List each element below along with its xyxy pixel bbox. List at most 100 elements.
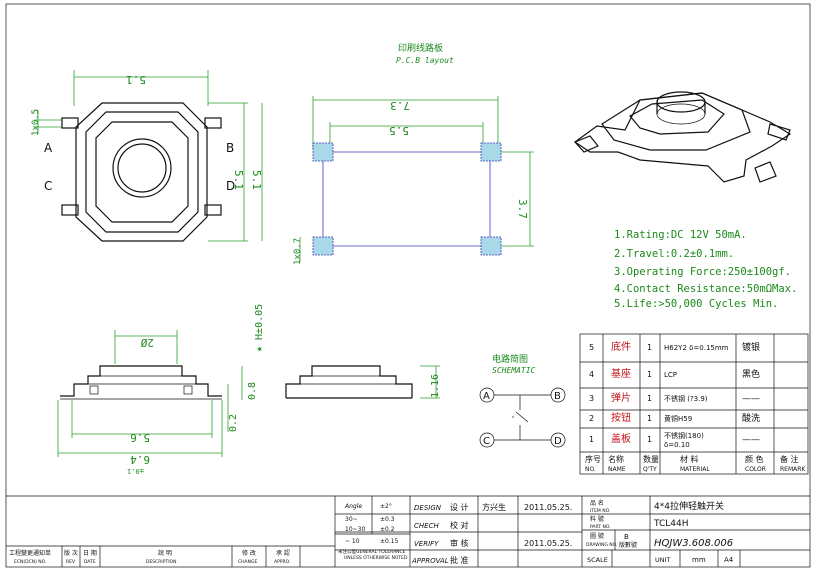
pcb-title-en: P.C.B layout — [396, 56, 454, 65]
svg-text:VERIFY: VERIFY — [414, 540, 439, 548]
pcb-pad-a — [312, 142, 334, 162]
svg-text:B: B — [554, 391, 561, 402]
pin-label-a: A — [44, 141, 53, 155]
bom-header-en: NO. — [585, 466, 596, 473]
svg-text:批 准: 批 准 — [450, 555, 469, 565]
bom-no: 4 — [589, 370, 594, 379]
part-number: TCL44H — [653, 519, 689, 529]
svg-text:A: A — [483, 391, 490, 402]
svg-text:10~30: 10~30 — [345, 526, 365, 533]
bom-name: 盖板 — [611, 432, 631, 445]
bom-material: H62Y2 δ=0.15mm — [664, 344, 729, 352]
bom-header-en: MATERIAL — [680, 466, 710, 473]
bom-qty: 1 — [647, 343, 652, 352]
pcb-pad-b — [480, 142, 502, 162]
bom-material: 黄铜H59 — [664, 414, 692, 423]
bom-name: 基座 — [611, 367, 631, 380]
schematic-title-en: SCHEMATIC — [492, 366, 536, 375]
revision-block: 工程變更通知单 ECN(DCN) NO. 版 次 REV 日 期 DATE 說 … — [9, 549, 290, 565]
svg-text:审 核: 审 核 — [450, 538, 469, 548]
dim-lead-tol: ±0.1 — [127, 467, 144, 475]
bom-header-cn: 备 注 — [780, 454, 799, 464]
tolerance-table: Angle ±2° 30~ ±0.3 10~30 ±0.2 ~ 10 ±0.15… — [338, 503, 408, 561]
bom-color: 镀银 — [742, 341, 760, 353]
svg-text:UNLESS OTHERWISE NOTED: UNLESS OTHERWISE NOTED — [344, 555, 408, 561]
svg-text:C: C — [483, 436, 490, 447]
bom-color: 黑色 — [742, 368, 760, 380]
pcb-dim-inner: 5.5 — [389, 124, 409, 137]
pin-label-d: D — [226, 179, 235, 193]
dim-116: 1.16 — [430, 374, 441, 398]
bom-color: —— — [742, 394, 760, 404]
svg-text:DRAWING NO.: DRAWING NO. — [586, 542, 617, 548]
svg-text:PART NO.: PART NO. — [590, 524, 611, 530]
spec-list: 1.Rating:DC 12V 50mA. 2.Travel:0.2±0.1mm… — [614, 229, 797, 310]
svg-text:~ 10: ~ 10 — [345, 538, 360, 545]
bom-name: 按钮 — [611, 411, 631, 424]
title-block — [6, 495, 810, 567]
bom-no: 3 — [589, 394, 594, 403]
pcb-layout: 印刷线路板 P.C.B layout 7.3 5.5 3.7 1x0.7 — [293, 42, 534, 265]
schematic: 电路简图 SCHEMATIC A B C D — [479, 353, 566, 448]
bom-name: 底件 — [611, 340, 631, 353]
sheet-border — [5, 3, 811, 568]
svg-text:APPRO.: APPRO. — [274, 559, 290, 565]
svg-text:承 認: 承 認 — [276, 549, 290, 557]
svg-text:GENERAL TOLERANCE: GENERAL TOLERANCE — [356, 549, 406, 555]
pcb-pad-c — [312, 236, 334, 256]
svg-text:DATE: DATE — [84, 559, 96, 565]
bom-header-en: Q'TY — [643, 466, 657, 473]
bom-qty: 1 — [647, 435, 652, 444]
bom-no: 2 — [589, 414, 594, 423]
bom-qty: 1 — [647, 414, 652, 423]
dim-08: 0.8 — [247, 382, 258, 400]
spec-3: 3.Operating Force:250±100gf. — [614, 266, 791, 278]
svg-text:A4: A4 — [724, 556, 734, 564]
bom-qty: 1 — [647, 370, 652, 379]
bom-material: LCP — [664, 371, 677, 379]
dim-total-height: ★ H±0.05 — [254, 304, 265, 352]
svg-text:±0.2: ±0.2 — [380, 526, 395, 533]
dim-button-dia: 2Ø — [140, 336, 154, 349]
bom-name: 弹片 — [611, 391, 631, 404]
bom-color: 酸洗 — [742, 412, 760, 424]
svg-text:CHECH: CHECH — [414, 522, 439, 530]
svg-text:說 明: 說 明 — [158, 549, 172, 557]
svg-text:料 號: 料 號 — [590, 515, 604, 523]
svg-text:方兴生: 方兴生 — [482, 502, 506, 512]
item-block: 品 名 ITEM NO. 4*4拉伸轻触开关 料 號 PART NO. TCL4… — [586, 499, 734, 564]
pcb-title-cn: 印刷线路板 — [398, 42, 443, 54]
svg-text:±0.3: ±0.3 — [380, 516, 395, 523]
schematic-title-cn: 电路简图 — [492, 353, 528, 365]
svg-text:ECN(DCN) NO.: ECN(DCN) NO. — [14, 559, 46, 565]
spec-5: 5.Life:>50,000 Cycles Min. — [614, 298, 778, 310]
svg-text:30~: 30~ — [345, 516, 358, 523]
bom-header-cn: 颜 色 — [745, 454, 764, 464]
signoff: DESIGN 设 计 方兴生 2011.05.25. CHECH 校 对 VER… — [411, 502, 572, 565]
spec-2: 2.Travel:0.2±0.1mm. — [614, 248, 734, 260]
svg-text:工程變更通知单: 工程變更通知单 — [9, 549, 51, 557]
bom-header-cn: 材 料 — [680, 454, 699, 464]
bom-header-cn: 序号 — [585, 454, 601, 464]
bom-table — [579, 333, 809, 475]
pin-label-b: B — [226, 141, 234, 155]
bom-header-cn: 数量 — [643, 454, 659, 464]
item-name: 4*4拉伸轻触开关 — [654, 500, 724, 512]
svg-text:2011.05.25.: 2011.05.25. — [524, 503, 572, 512]
dim-02: 0.2 — [228, 414, 239, 432]
bom-no: 5 — [589, 343, 594, 352]
svg-text:修 改: 修 改 — [242, 549, 256, 557]
iso-view — [573, 91, 792, 183]
svg-text:品 名: 品 名 — [590, 499, 604, 507]
dim-body-width: 5.6 — [130, 431, 150, 444]
svg-text:DESIGN: DESIGN — [414, 504, 442, 512]
svg-text:Angle: Angle — [344, 503, 362, 510]
dim-lead-width: 6.4 — [130, 453, 150, 466]
svg-text:设 计: 设 计 — [450, 502, 469, 512]
svg-text:CHANGE: CHANGE — [238, 559, 257, 565]
drawing-number: HQJW3.608.006 — [654, 538, 733, 549]
dim-top-height-2: 5.1 — [250, 170, 263, 190]
svg-text:版 次: 版 次 — [64, 549, 78, 557]
side-view-side: 1.16 — [285, 365, 441, 399]
pcb-dim-width: 7.3 — [390, 99, 410, 112]
